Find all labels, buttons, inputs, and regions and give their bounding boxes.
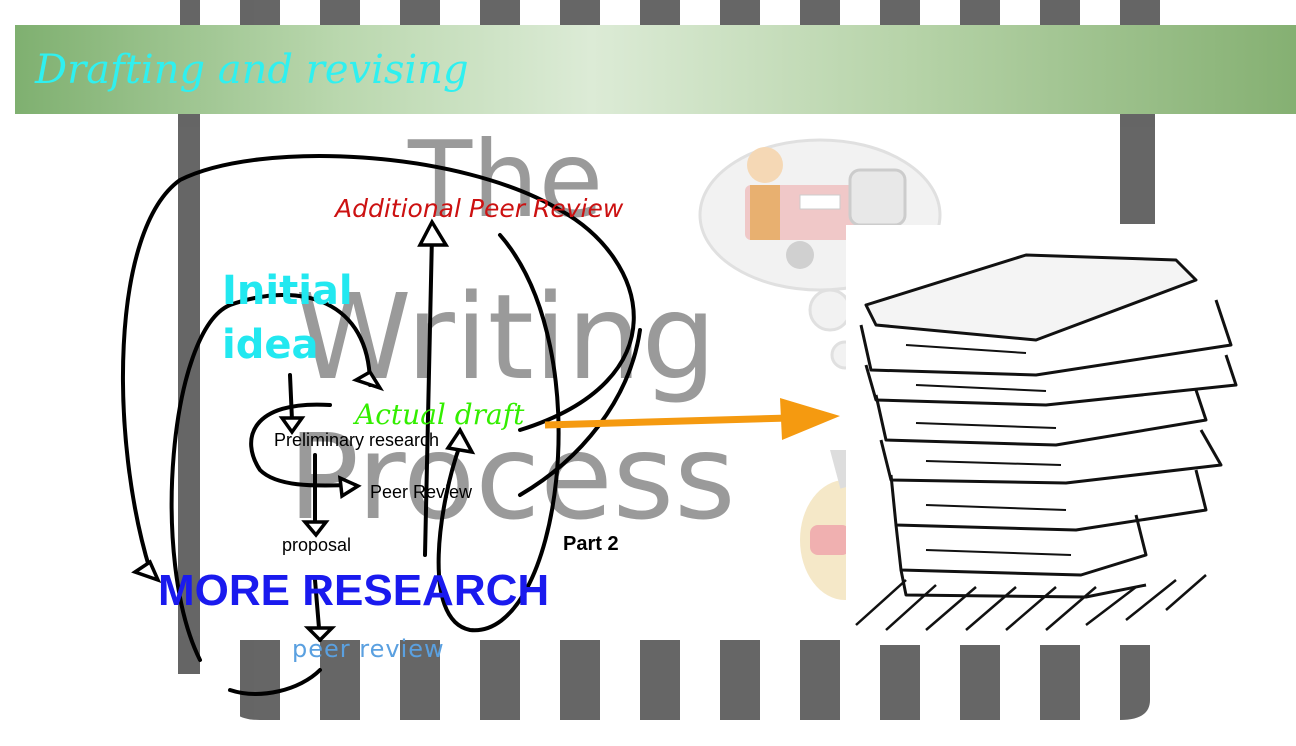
decorative-clipart — [800, 450, 850, 600]
title-banner: Drafting and revising — [15, 25, 1296, 114]
peer-review-label: Peer Review — [370, 482, 473, 502]
proposal-label: proposal — [282, 535, 352, 555]
more-research-label: MORE RESEARCH — [158, 566, 550, 615]
preliminary-research-label: Preliminary research — [274, 430, 440, 450]
additional-peer-review-label: Additional Peer Review — [335, 194, 624, 223]
watermark-process: Process — [288, 408, 736, 546]
paper-stack-sketch — [846, 225, 1296, 645]
initial-idea-label-line1: Initial — [222, 268, 353, 314]
actual-draft-label: Actual draft — [355, 398, 525, 431]
initial-idea-label-line2: idea — [222, 322, 319, 368]
slide-title: Drafting and revising — [35, 47, 469, 93]
part-2-label: Part 2 — [563, 533, 619, 555]
orange-arrow-line — [544, 414, 791, 429]
peer-review-lower-label: peer review — [292, 635, 445, 663]
orange-arrow-head — [780, 398, 840, 440]
